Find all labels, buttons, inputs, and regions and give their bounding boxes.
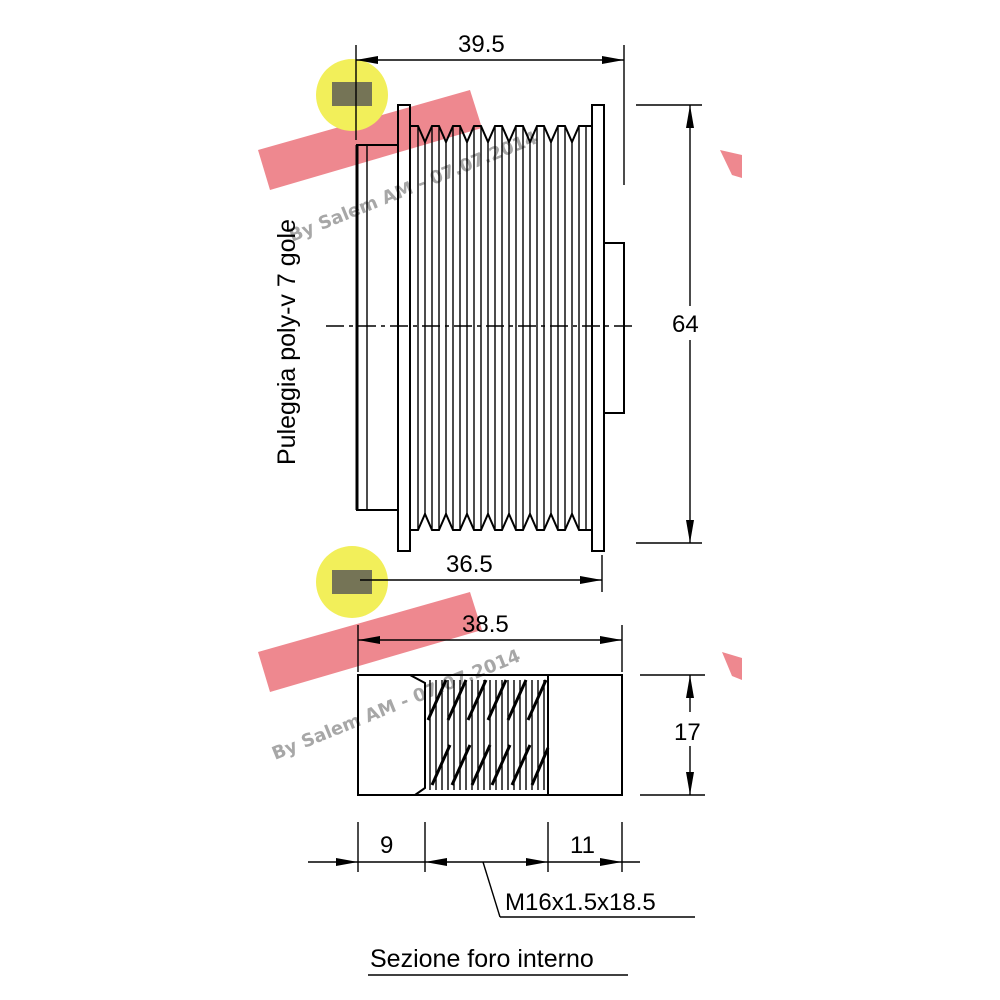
section-outline [357, 674, 623, 796]
dim-diameter: 64 [636, 104, 710, 544]
svg-text:36.5: 36.5 [446, 551, 493, 578]
thread-callout: M16x1.5x18.5 [482, 861, 695, 918]
dim-left-offset: 9 [380, 832, 393, 859]
dim-right-offset: 11 [570, 832, 595, 859]
thread-hatch [429, 680, 545, 790]
dim-section-width: 38.5 [357, 611, 623, 672]
svg-text:39.5: 39.5 [458, 31, 505, 58]
dim-offsets: 9 11 [308, 822, 640, 872]
svg-text:64: 64 [672, 311, 699, 338]
svg-text:M16x1.5x18.5: M16x1.5x18.5 [505, 889, 656, 916]
pulley-type-label: Puleggia poly-v 7 gole [273, 219, 301, 465]
pulley-left-flange [397, 104, 411, 552]
thread-slant-marks [426, 679, 550, 786]
dim-groove-width: 36.5 [360, 551, 603, 592]
bore-section-view [357, 674, 623, 796]
dim-overall-width: 39.5 [355, 31, 625, 185]
groove-lines [417, 126, 587, 530]
dim-section-height: 17 [640, 674, 710, 796]
pulley-right-flange [591, 104, 605, 552]
watermark-stamp-top [258, 59, 742, 190]
pulley-side-view [326, 104, 636, 552]
pulley-right-boss [603, 242, 625, 414]
svg-text:38.5: 38.5 [462, 611, 509, 638]
svg-text:17: 17 [674, 719, 701, 746]
section-caption: Sezione foro interno [370, 945, 594, 973]
